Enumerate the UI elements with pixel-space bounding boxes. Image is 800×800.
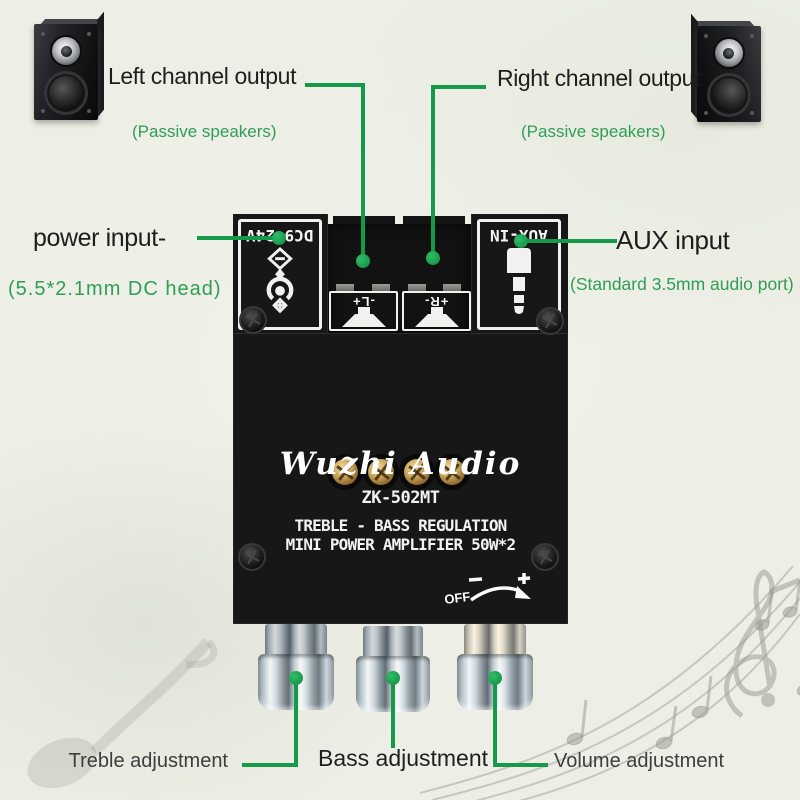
treble-connector-line — [242, 763, 298, 767]
cabinet-screw — [87, 32, 91, 36]
power-input-label: power input- — [33, 224, 166, 252]
tweeter-icon — [713, 37, 745, 69]
knob-shaft — [363, 626, 423, 660]
volume-range-marks: OFF — [444, 573, 531, 607]
wire-clamp — [336, 284, 354, 293]
woofer-icon — [44, 71, 88, 115]
volume-connector-dot — [488, 671, 502, 685]
philips-screw — [536, 307, 564, 335]
board-seam — [327, 214, 328, 333]
right-terminal-box: +R- — [402, 291, 471, 331]
philips-screw — [239, 306, 267, 334]
terminal-screw — [399, 454, 435, 490]
aux-input-label: AUX input — [616, 225, 730, 255]
aux-input-box: AUX-IN — [477, 219, 561, 330]
terminal-screw — [434, 454, 470, 490]
volume-off-mark: OFF — [444, 589, 472, 607]
right-channel-connector-line — [431, 85, 486, 89]
bass-connector-dot — [386, 671, 400, 685]
board-seam — [233, 333, 568, 334]
model-number: ZK-502MT — [361, 488, 440, 508]
philips-screw — [238, 543, 266, 571]
cabinet-screw — [41, 32, 45, 36]
treble-connector-dot — [289, 671, 303, 685]
power-input-sublabel: (5.5*2.1mm DC head) — [8, 278, 222, 300]
bass-adjustment-label: Bass adjustment — [318, 745, 489, 771]
philips-screw — [531, 543, 559, 571]
speaker-cone-icon — [414, 307, 459, 327]
speaker-cone-icon — [341, 307, 386, 327]
board-seam — [471, 214, 472, 333]
right-channel-sublabel: (Passive speakers) — [521, 122, 666, 141]
left-channel-connector-dot — [356, 254, 370, 268]
power-connector-line — [197, 236, 281, 240]
knob-shaft — [265, 624, 327, 658]
woofer-icon — [707, 73, 751, 117]
board-title-line2: MINI POWER AMPLIFIER 50W*2 — [285, 535, 516, 554]
terminal-screw — [363, 454, 399, 490]
left-channel-label: Left channel output — [108, 63, 297, 89]
right-channel-label: Right channel output — [497, 65, 700, 91]
right-speaker-image — [691, 13, 761, 122]
wire-clamp — [408, 284, 426, 293]
cabinet-screw — [87, 109, 91, 113]
amplifier-board: DC9-24V AUX-IN — [233, 212, 568, 624]
volume-adjustment-label: Volume adjustment — [554, 750, 725, 772]
left-speaker-image — [34, 11, 104, 120]
right-channel-connector-line — [431, 85, 435, 260]
left-terminal-box: -L+ — [329, 291, 398, 331]
cabinet-screw — [704, 111, 708, 115]
dc-input-box: DC9-24V — [238, 219, 322, 330]
aux-connector-dot — [514, 234, 528, 248]
cabinet-screw — [750, 111, 754, 115]
aux-input-sublabel: (Standard 3.5mm audio port) — [570, 274, 794, 294]
cabinet-screw — [704, 34, 708, 38]
treble-adjustment-label: Treble adjustment — [68, 750, 228, 772]
speaker-side-face — [97, 11, 104, 119]
aux-connector-line — [521, 239, 617, 243]
tweeter-icon — [50, 35, 82, 67]
cabinet-screw — [41, 109, 45, 113]
terminal-screw — [327, 454, 363, 490]
left-channel-connector-line — [305, 83, 365, 87]
left-channel-connector-line — [361, 83, 365, 263]
treble-connector-line — [294, 676, 298, 767]
wire-clamp — [443, 284, 461, 293]
brand-logo-text: Wuzhi Audio — [279, 446, 522, 482]
board-title-line1: TREBLE - BASS REGULATION — [294, 516, 508, 535]
volume-connector-line — [493, 763, 548, 767]
left-channel-sublabel: (Passive speakers) — [132, 122, 277, 141]
wire-clamp — [372, 284, 390, 293]
knob-shaft — [464, 624, 526, 658]
cabinet-screw — [750, 34, 754, 38]
power-connector-dot — [272, 231, 286, 245]
volume-connector-line — [493, 676, 497, 767]
dc-polarity-icon — [266, 247, 294, 314]
aux-jack-icon — [507, 248, 531, 314]
right-channel-connector-dot — [426, 251, 440, 265]
bass-connector-line — [391, 676, 395, 748]
